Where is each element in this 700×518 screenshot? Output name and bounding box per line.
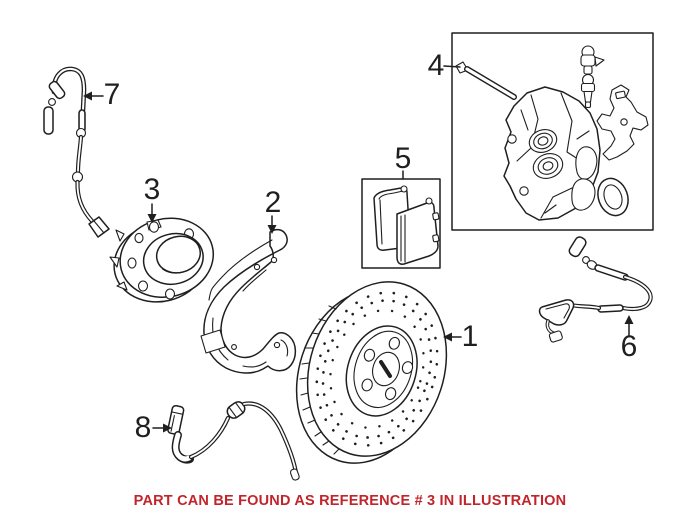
callout-label-3: 3 [143,173,161,206]
brake-rotor-drawing [295,281,448,464]
dust-shield-drawing [200,228,297,374]
brake-pads-drawing [373,185,440,265]
bleeder-cap-drawing [580,45,605,75]
speed-sensor-drawing [167,401,300,481]
callout-label-1: 1 [461,320,479,353]
caption: PART CAN BE FOUND AS REFERENCE # 3 IN IL… [133,493,567,509]
callout-label-8: 8 [134,411,152,444]
callout-label-2: 2 [264,186,282,219]
wheel-hub-drawing [109,217,215,303]
callout-arrows [83,65,634,433]
callout-4-leader [443,65,461,68]
retaining-spring-drawing [596,84,649,161]
brake-pads-box [361,178,441,269]
seal-ring-drawing [597,177,629,217]
caliper-group-box [451,32,654,231]
callout-label-5: 5 [394,142,412,175]
abs-sensor-drawing [538,236,653,343]
guide-pin-drawing [455,61,517,100]
callout-label-7: 7 [103,78,121,111]
wear-sensor-drawing [43,66,110,238]
callout-label-6: 6 [620,330,638,363]
brake-caliper-drawing [503,45,649,221]
bleeder-screw-drawing [580,73,596,109]
callout-label-4: 4 [427,49,445,82]
